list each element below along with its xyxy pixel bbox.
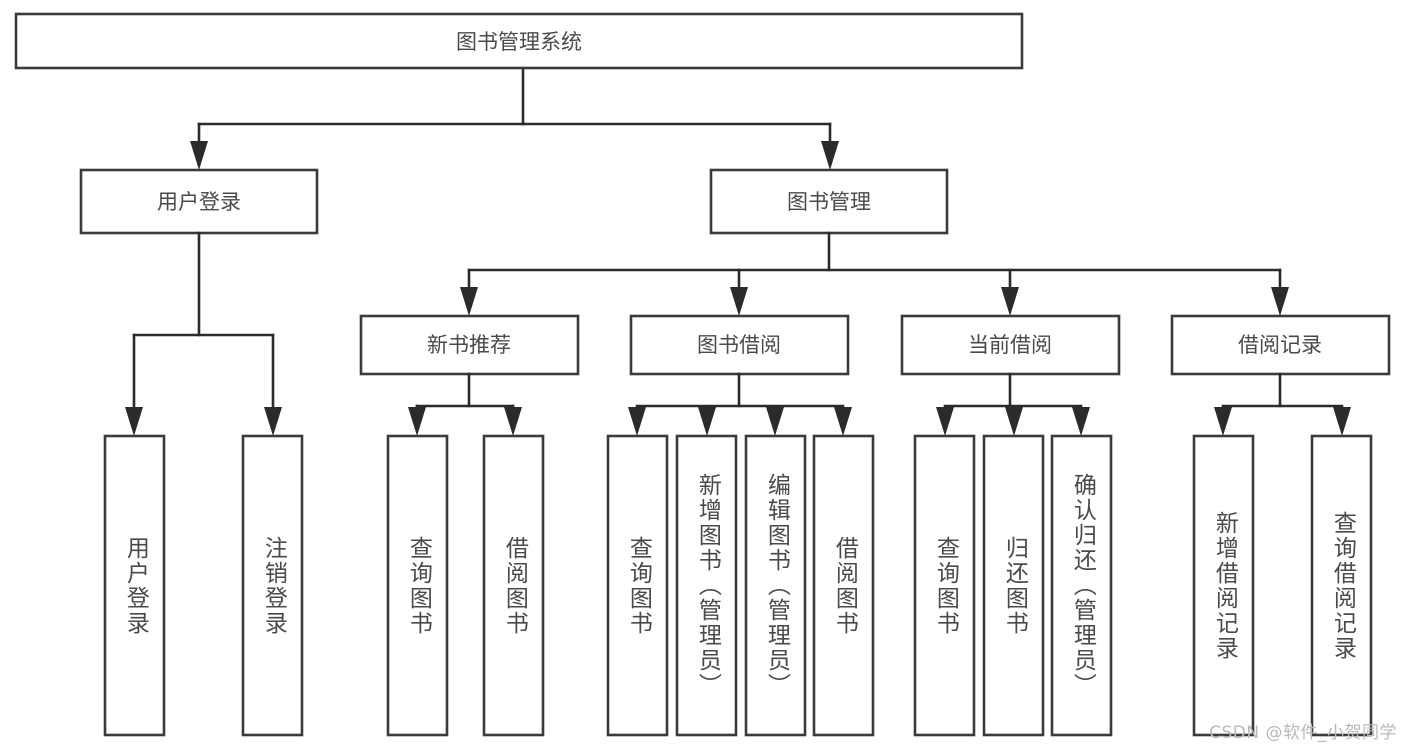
node-current-borrow-label: 当前借阅 xyxy=(968,333,1052,357)
connector-new-book-recommend-to-leaves xyxy=(408,372,522,436)
leaf-box-borrow-edit-book[interactable] xyxy=(744,434,807,737)
node-root[interactable]: 图书管理系统 xyxy=(14,12,1024,70)
node-user-login[interactable]: 用户登录 xyxy=(79,168,319,235)
node-root-label: 图书管理系统 xyxy=(456,30,582,54)
leaf-box-current-confirm-return[interactable] xyxy=(1050,434,1113,737)
node-book-management[interactable]: 图书管理 xyxy=(709,168,949,235)
connector-book-management-to-level3 xyxy=(460,231,1289,316)
leaf-box-current-query-book[interactable] xyxy=(913,434,976,737)
connector-current-borrow-to-leaves xyxy=(936,372,1090,436)
connector-borrow-record-to-leaves xyxy=(1214,372,1351,436)
leaf-box-recommend-borrow-book[interactable] xyxy=(482,434,545,737)
leaf-box-record-add[interactable] xyxy=(1192,434,1255,737)
node-user-login-label: 用户登录 xyxy=(157,190,241,214)
leaf-box-record-query[interactable] xyxy=(1310,434,1373,737)
leaf-box-borrow-add-book[interactable] xyxy=(675,434,738,737)
node-book-management-label: 图书管理 xyxy=(787,190,871,214)
leaf-box-current-return-book[interactable] xyxy=(982,434,1045,737)
leaf-box-user-logout[interactable] xyxy=(241,434,304,737)
node-book-borrow[interactable]: 图书借阅 xyxy=(629,314,850,376)
node-book-borrow-label: 图书借阅 xyxy=(697,333,781,357)
node-current-borrow[interactable]: 当前借阅 xyxy=(900,314,1121,376)
node-borrow-record[interactable]: 借阅记录 xyxy=(1170,314,1391,376)
leaf-box-borrow-borrow-book[interactable] xyxy=(812,434,875,737)
watermark: CSDN @软件_小贺同学 xyxy=(1209,723,1397,743)
connector-book-borrow-to-leaves xyxy=(628,372,852,436)
connector-user-login-to-leaves xyxy=(125,231,282,436)
node-new-book-recommend-label: 新书推荐 xyxy=(427,333,511,357)
connector-root-to-level2 xyxy=(190,66,839,170)
leaf-box-borrow-query-book[interactable] xyxy=(606,434,669,737)
node-new-book-recommend[interactable]: 新书推荐 xyxy=(359,314,580,376)
leaf-box-recommend-query-book[interactable] xyxy=(386,434,449,737)
leaf-box-user-login[interactable] xyxy=(103,434,166,737)
node-borrow-record-label: 借阅记录 xyxy=(1238,333,1322,357)
